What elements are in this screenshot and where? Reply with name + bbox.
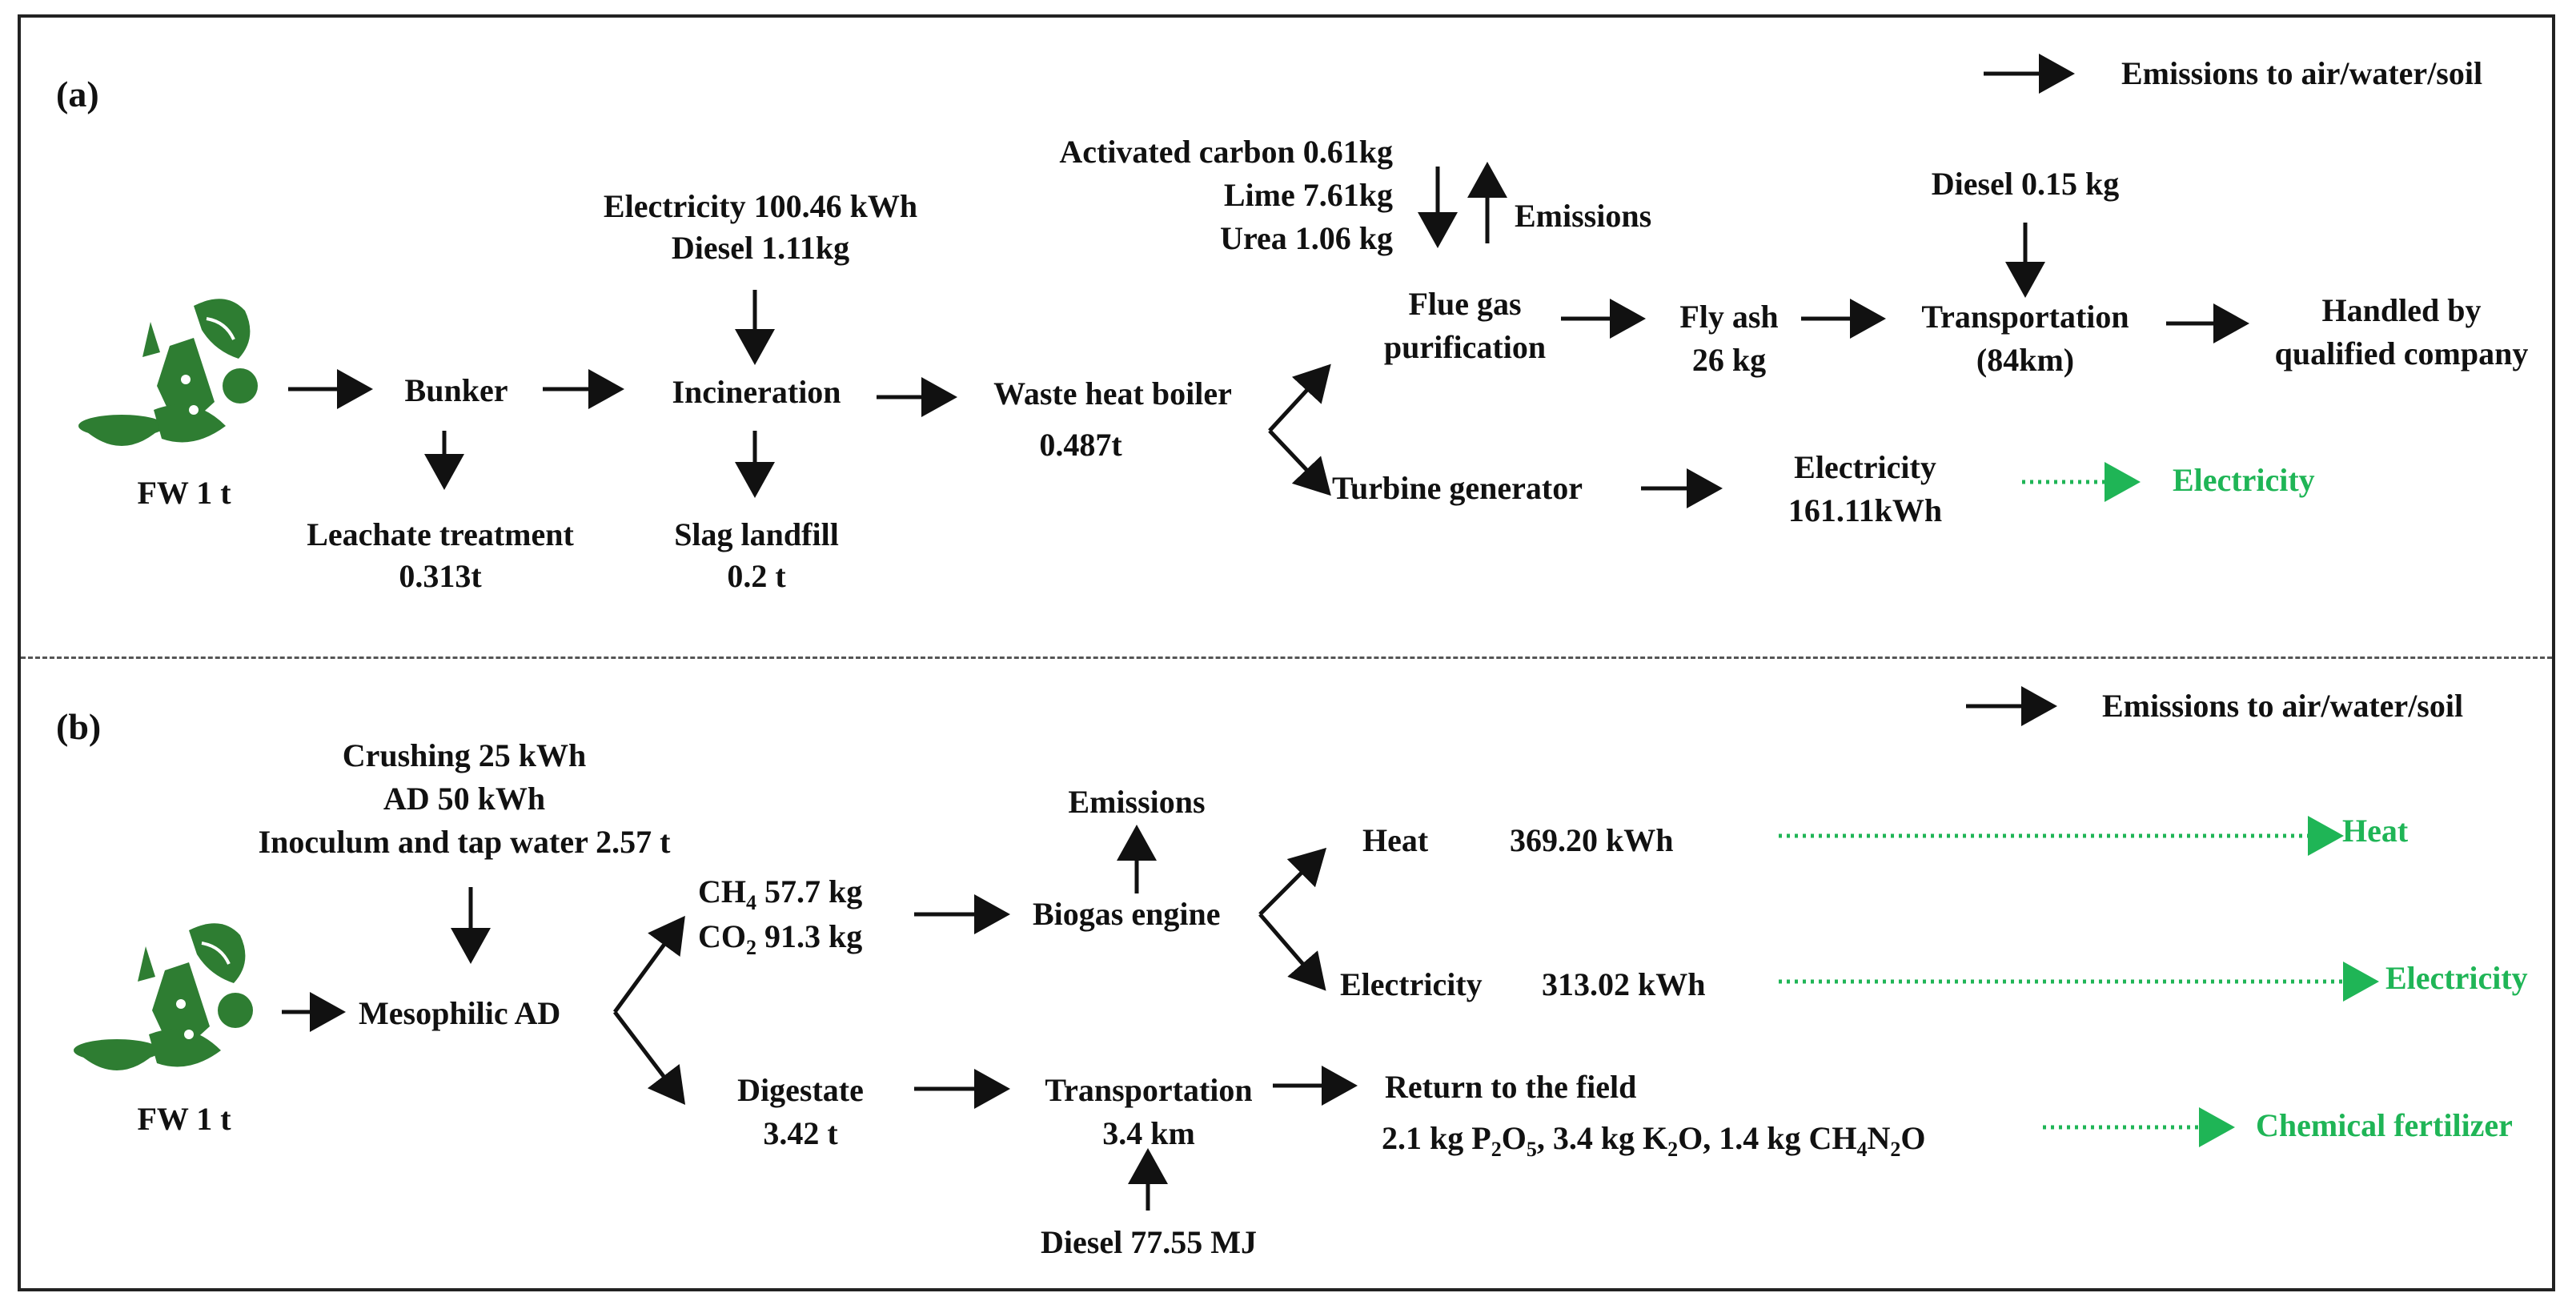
slag-value: 0.2 t	[727, 558, 786, 594]
slag-label: Slag landfill	[674, 516, 839, 552]
electricity-output-a: Electricity	[2173, 462, 2315, 498]
digestate-node: Digestate	[737, 1072, 864, 1108]
arrow-boiler-turbine	[1268, 429, 1331, 496]
transport-node-b: Transportation	[1045, 1072, 1253, 1108]
incineration-node: Incineration	[672, 374, 841, 410]
boiler-node: Waste heat boiler	[993, 375, 1232, 412]
arrow-mesophilic-digestate	[613, 1010, 686, 1105]
transport-node-a: Transportation	[1921, 299, 2129, 335]
ad-input-crushing: Crushing 25 kWh	[342, 737, 587, 773]
panel-label-a: (a)	[56, 74, 99, 114]
biogas-engine-node: Biogas engine	[1033, 896, 1221, 932]
boiler-value: 0.487t	[1039, 427, 1122, 463]
return-field-node: Return to the field	[1385, 1069, 1637, 1105]
bunker-node: Bunker	[404, 372, 508, 408]
emissions-label-b: Emissions	[1068, 784, 1206, 820]
food-waste-icon	[78, 299, 258, 446]
fertilizer-output: Chemical fertilizer	[2256, 1107, 2513, 1143]
figure-frame	[18, 14, 2555, 1291]
electricity-label-b: Electricity	[1340, 966, 1483, 1002]
food-waste-icon	[74, 923, 253, 1070]
arrow-biogas-heat	[1258, 847, 1327, 916]
flue-gas-node-2: purification	[1383, 329, 1547, 365]
digestate-value: 3.42 t	[763, 1115, 838, 1151]
fly-ash-value: 26 kg	[1691, 342, 1767, 378]
panel-label-b: (b)	[56, 706, 102, 747]
incineration-input-diesel: Diesel 1.11kg	[671, 230, 850, 266]
transport-distance-b: 3.4 km	[1102, 1115, 1195, 1151]
arrow-biogas-electricity	[1258, 913, 1326, 991]
panel-divider	[21, 657, 2552, 659]
flue-gas-node: Flue gas	[1408, 286, 1522, 322]
arrow-boiler-flue	[1268, 363, 1331, 432]
arrow-mesophilic-gas	[612, 915, 685, 1014]
turbine-node: Turbine generator	[1332, 470, 1583, 506]
ad-input-ad: AD 50 kWh	[383, 781, 546, 817]
incineration-input-electricity: Electricity 100.46 kWh	[603, 188, 918, 224]
diesel-input-a: Diesel 0.15 kg	[1931, 166, 2120, 202]
chem-urea: Urea 1.06 kg	[1220, 220, 1393, 256]
heat-output: Heat	[2342, 813, 2409, 849]
chem-lime: Lime 7.61kg	[1223, 177, 1393, 213]
fw-label-b: FW 1 t	[137, 1101, 231, 1137]
ad-input-inoculum: Inoculum and tap water 2.57 t	[258, 824, 671, 860]
electricity-value-b: 313.02 kWh	[1542, 966, 1706, 1002]
co2-label: CO2 91.3 kg	[698, 918, 863, 959]
heat-value: 369.20 kWh	[1510, 822, 1674, 858]
leachate-label: Leachate treatment	[307, 516, 574, 552]
ch4-label: CH4 57.7 kg	[698, 873, 863, 914]
heat-label: Heat	[1362, 822, 1429, 858]
fertilizer-values: 2.1 kg P2O5, 3.4 kg K2O, 1.4 kg CH4N2O	[1382, 1120, 1926, 1161]
mesophilic-node: Mesophilic AD	[359, 995, 561, 1031]
fly-ash-node: Fly ash	[1679, 299, 1779, 335]
legend-text-b: Emissions to air/water/soil	[2102, 688, 2464, 724]
legend-text-a: Emissions to air/water/soil	[2121, 55, 2483, 91]
handled-node-2: qualified company	[2274, 335, 2529, 371]
transport-distance-a: (84km)	[1976, 342, 2075, 378]
fw-label-a: FW 1 t	[137, 475, 231, 511]
emissions-label-a: Emissions	[1515, 198, 1652, 234]
chem-activated-carbon: Activated carbon 0.61kg	[1059, 134, 1393, 170]
electricity-value-a: 161.11kWh	[1788, 492, 1943, 528]
diesel-input-b: Diesel 77.55 MJ	[1041, 1224, 1257, 1260]
electricity-output-b: Electricity	[2385, 960, 2528, 996]
electricity-node-a: Electricity	[1794, 449, 1936, 485]
leachate-value: 0.313t	[399, 558, 482, 594]
handled-node: Handled by	[2321, 292, 2482, 328]
